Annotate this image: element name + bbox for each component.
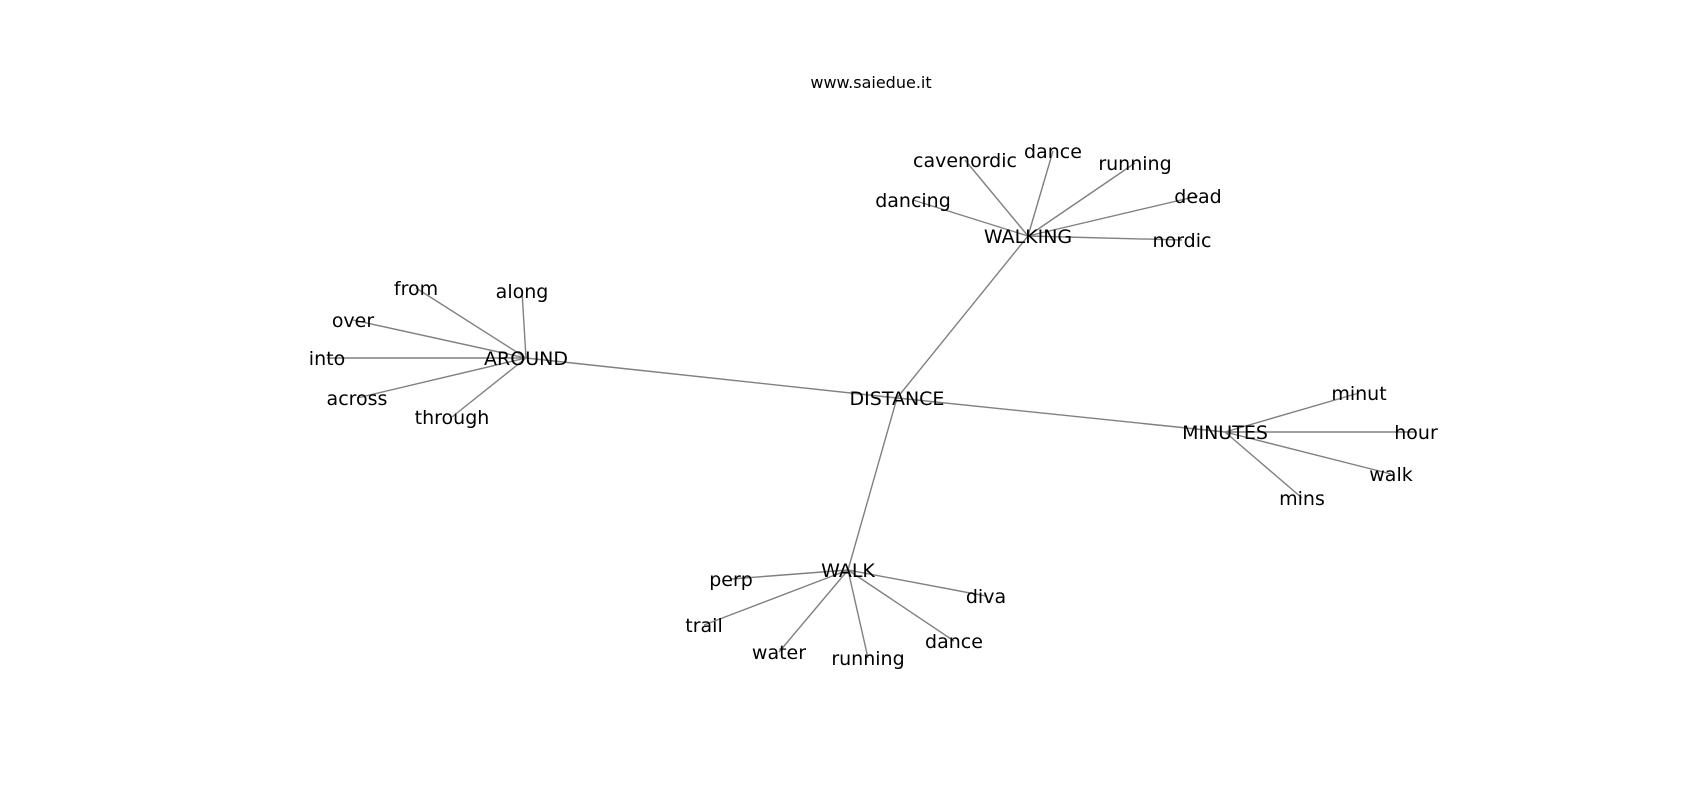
edge-around-from — [415, 287, 527, 359]
node-center-distance: DISTANCE — [850, 388, 945, 410]
edge-distance-walk — [847, 397, 898, 571]
graph-edges — [327, 150, 1416, 659]
node-leaf-around-across: across — [327, 388, 388, 410]
edge-around-across — [356, 357, 527, 399]
node-leaf-walking-cavenordic: cavenordic — [913, 150, 1017, 172]
edge-around-over — [352, 319, 527, 359]
node-hub-minutes: MINUTES — [1182, 422, 1268, 444]
edge-distance-walking — [896, 235, 1029, 399]
edge-walking-nordic — [1027, 235, 1183, 241]
node-leaf-walk-running: running — [831, 648, 904, 670]
edge-around-along — [521, 290, 527, 359]
node-leaf-walking-dead: dead — [1174, 186, 1221, 208]
edge-walk-perp — [730, 569, 849, 580]
node-leaf-around-along: along — [496, 281, 549, 303]
node-leaf-around-through: through — [415, 407, 490, 429]
site-watermark: www.saiedue.it — [810, 73, 931, 92]
edge-walk-trail — [703, 569, 849, 626]
edge-walking-cavenordic — [964, 159, 1029, 237]
edge-minutes-walk — [1224, 431, 1392, 475]
node-leaf-around-over: over — [332, 310, 375, 332]
node-hub-walking: WALKING — [984, 226, 1072, 248]
edge-distance-minutes — [896, 397, 1226, 433]
node-leaf-walking-nordic: nordic — [1153, 230, 1212, 252]
edge-walk-diva — [847, 569, 987, 597]
node-leaf-minutes-hour: hour — [1394, 422, 1438, 444]
node-leaf-around-into: into — [309, 348, 345, 370]
edge-around-through — [451, 357, 527, 418]
edge-minutes-mins — [1224, 431, 1303, 499]
edge-walking-dancing — [912, 199, 1029, 237]
edge-distance-around — [525, 357, 898, 399]
graph-labels: www.saiedue.it DISTANCE WALKING cavenordic… — [309, 73, 1438, 670]
node-leaf-minutes-minut: minut — [1331, 383, 1386, 405]
node-leaf-walk-water: water — [752, 642, 806, 664]
node-leaf-walking-dancing: dancing — [875, 190, 951, 212]
node-leaf-around-from: from — [394, 278, 438, 300]
node-leaf-minutes-mins: mins — [1279, 488, 1325, 510]
node-hub-around: AROUND — [484, 348, 568, 370]
edge-minutes-minut — [1224, 392, 1360, 433]
edge-walk-water — [778, 569, 849, 653]
node-leaf-walk-dance: dance — [925, 631, 983, 653]
edge-walk-dance — [847, 569, 955, 642]
node-leaf-walk-trail: trail — [685, 615, 722, 637]
node-leaf-walk-diva: diva — [966, 586, 1006, 608]
edge-walking-dance — [1027, 150, 1054, 237]
edge-walking-dead — [1027, 195, 1199, 237]
edge-walk-running — [847, 569, 869, 659]
node-leaf-walking-dance: dance — [1024, 141, 1082, 163]
node-hub-walk: WALK — [821, 560, 875, 582]
node-leaf-walk-perp: perp — [709, 569, 753, 591]
node-leaf-minutes-walk: walk — [1369, 464, 1412, 486]
edge-walking-running — [1027, 162, 1136, 237]
node-leaf-walking-running: running — [1098, 153, 1171, 175]
